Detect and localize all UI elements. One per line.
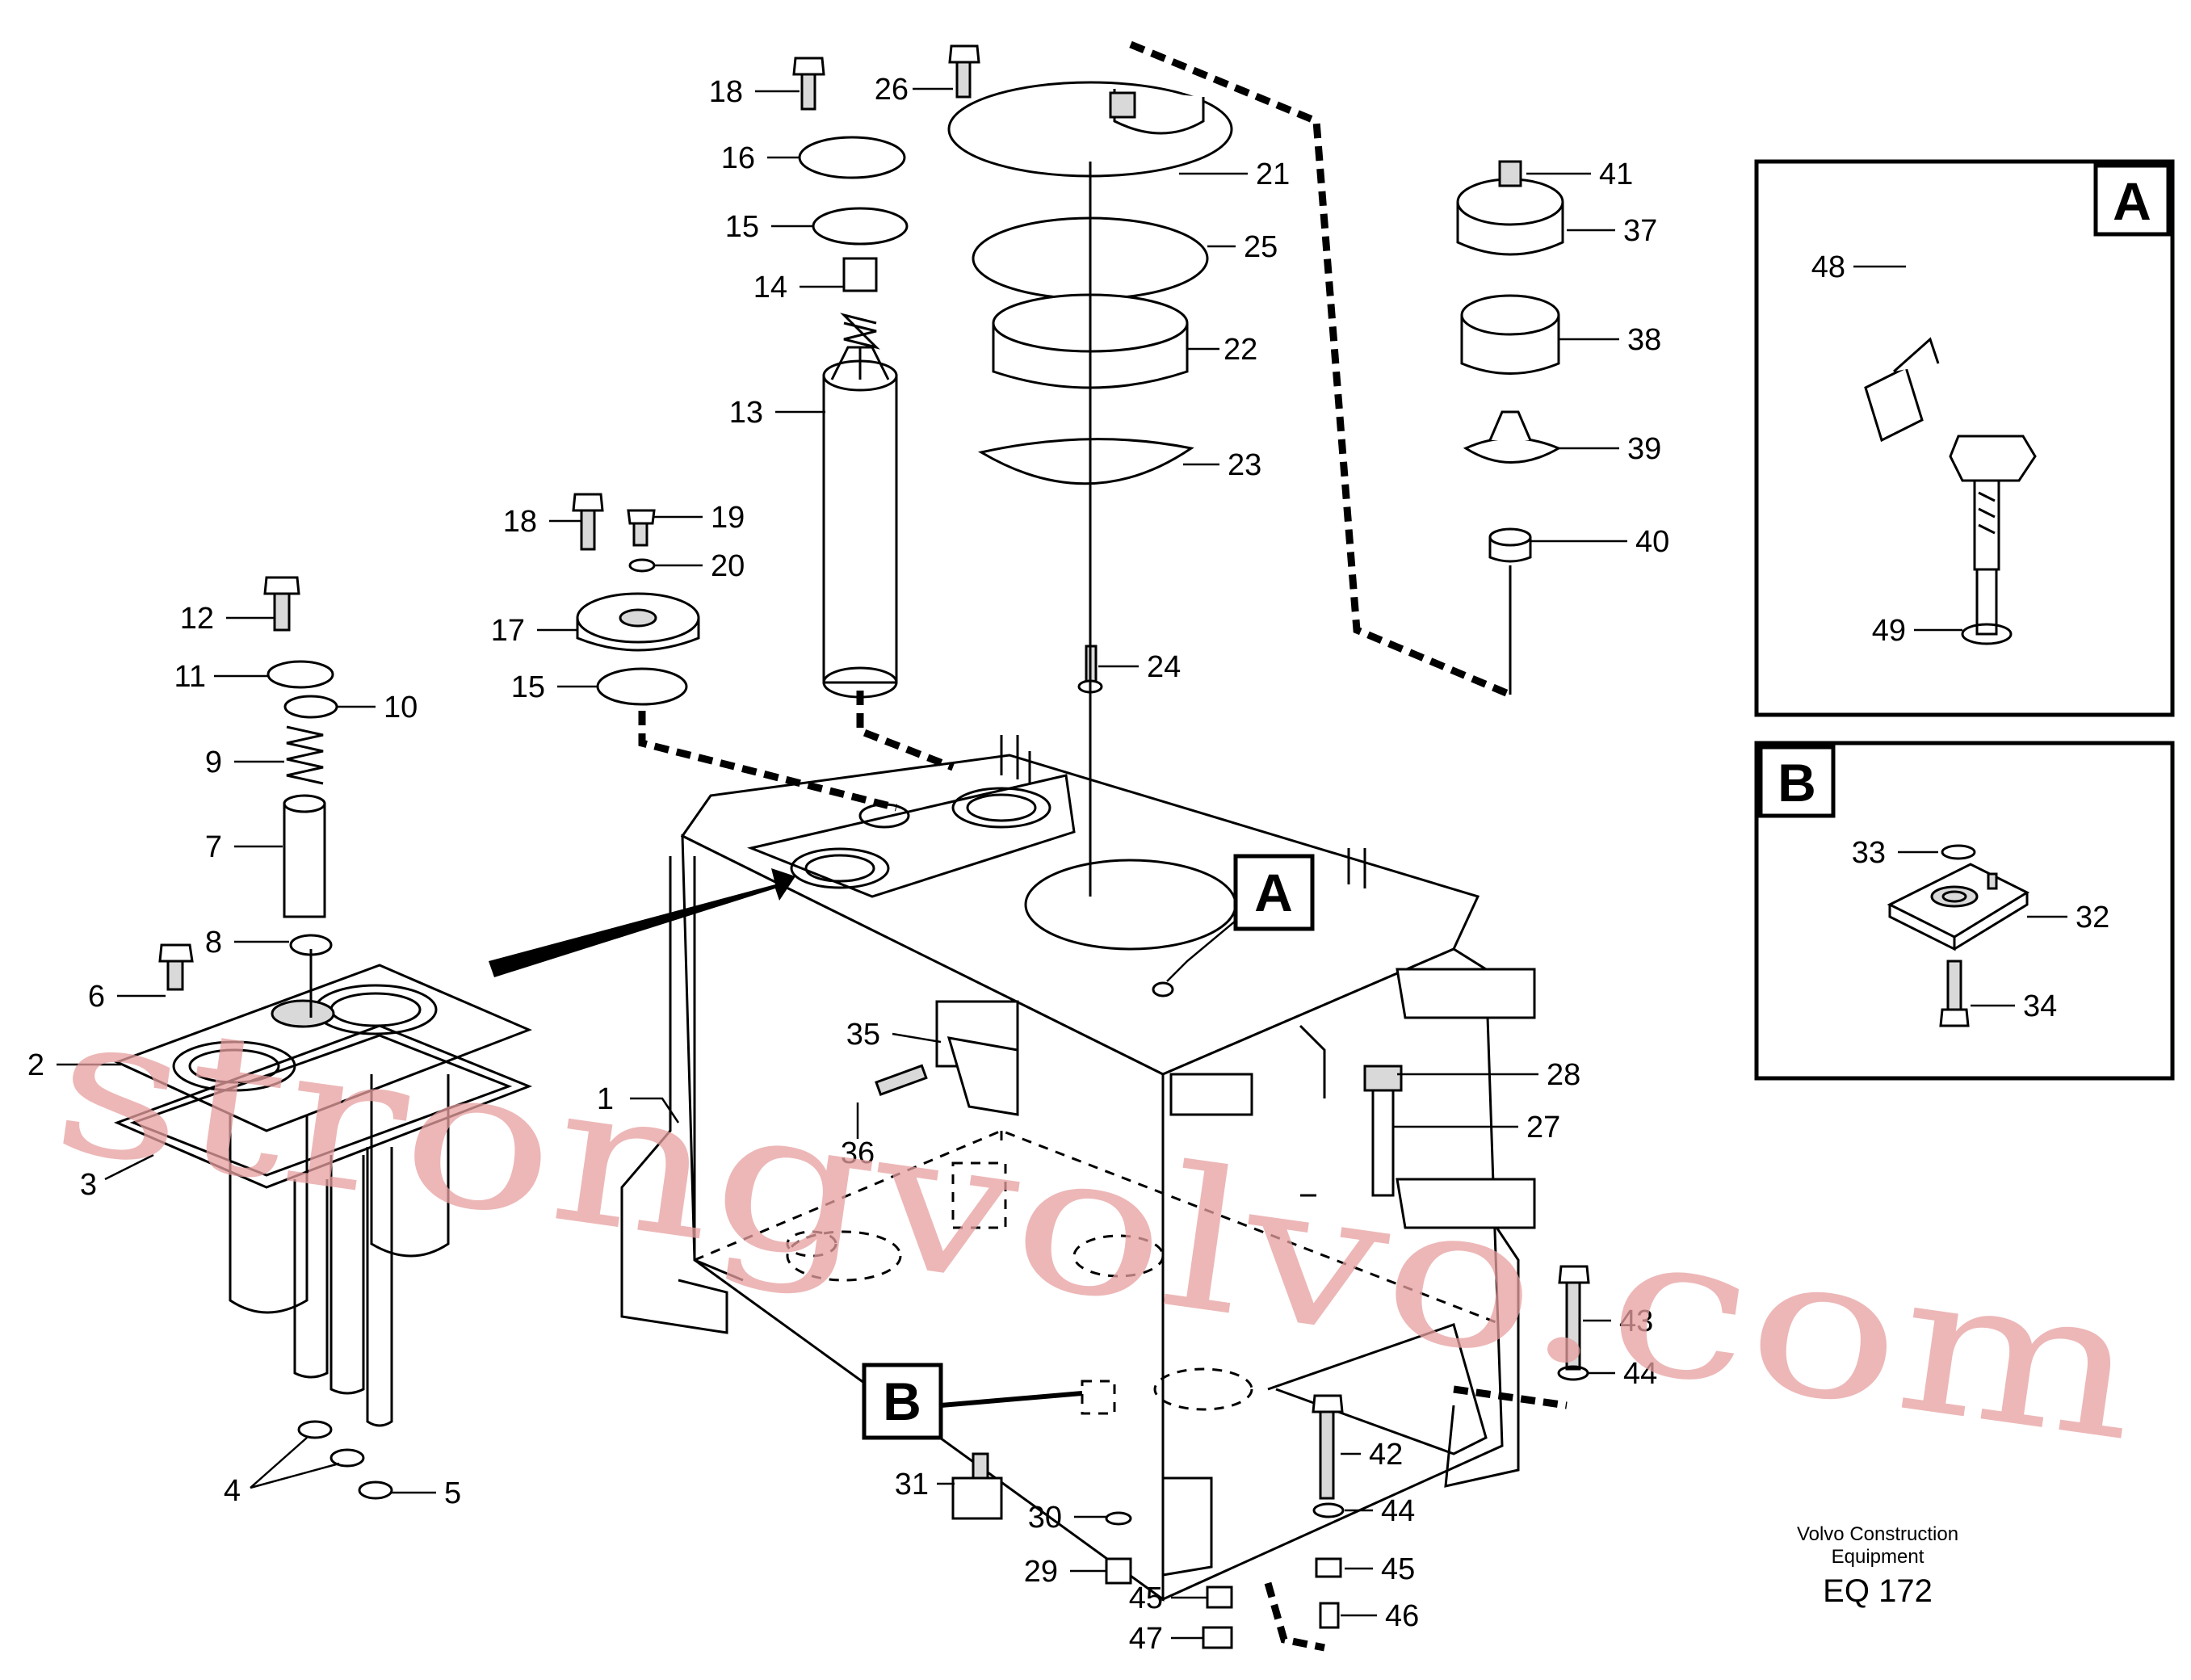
breather-assembly xyxy=(947,81,1233,897)
callout-36: 36 xyxy=(841,1136,875,1170)
callout-48: 48 xyxy=(1811,250,1845,284)
callout-19: 19 xyxy=(711,501,745,535)
callout-49: 49 xyxy=(1872,614,1906,648)
callout-10: 10 xyxy=(384,691,418,724)
footer: Volvo Construction Equipment EQ 172 xyxy=(1797,1523,1958,1609)
callout-12: 12 xyxy=(180,602,214,636)
callout-13: 13 xyxy=(729,396,763,430)
svg-text:A: A xyxy=(1254,863,1293,922)
svg-text:B: B xyxy=(883,1371,921,1431)
callout-34: 34 xyxy=(2023,989,2057,1023)
callout-15b: 15 xyxy=(511,670,545,704)
callout-3: 3 xyxy=(80,1168,97,1202)
callout-20: 20 xyxy=(711,549,745,583)
callout-1: 1 xyxy=(597,1082,614,1116)
callout-31: 31 xyxy=(895,1468,929,1502)
callout-14: 14 xyxy=(753,271,787,304)
callout-30: 30 xyxy=(1028,1501,1062,1535)
callout-5: 5 xyxy=(444,1476,461,1510)
detail-panel-a: A xyxy=(1754,159,2175,717)
callout-18b: 18 xyxy=(503,505,537,539)
callout-7: 7 xyxy=(205,830,222,864)
direction-arrow xyxy=(489,868,795,977)
callout-2: 2 xyxy=(27,1048,44,1082)
ref-box-a: A xyxy=(1166,854,1315,982)
callout-8: 8 xyxy=(205,926,222,960)
callout-29: 29 xyxy=(1024,1555,1058,1589)
callout-35: 35 xyxy=(846,1018,880,1052)
callout-32: 32 xyxy=(2076,901,2109,934)
filler-cover xyxy=(572,493,700,706)
callout-43: 43 xyxy=(1619,1304,1653,1338)
ref-box-b: B xyxy=(862,1363,1083,1440)
callout-47: 47 xyxy=(1129,1622,1163,1656)
breather-filter xyxy=(1456,160,1564,695)
callout-4: 4 xyxy=(224,1474,241,1508)
callout-40: 40 xyxy=(1635,525,1669,559)
callout-44a: 44 xyxy=(1623,1357,1657,1391)
callout-44b: 44 xyxy=(1381,1494,1415,1528)
callout-labels: 1 2 3 4 5 6 7 8 9 10 11 12 13 14 15 15 1… xyxy=(27,73,2109,1656)
callout-33: 33 xyxy=(1852,836,1886,870)
reference-lines xyxy=(638,40,1568,1652)
callout-22: 22 xyxy=(1224,333,1257,367)
callout-26: 26 xyxy=(875,73,909,107)
footer-code: EQ 172 xyxy=(1823,1573,1933,1609)
callout-17: 17 xyxy=(491,614,525,648)
detail-panel-b: B xyxy=(1754,741,2175,1081)
callout-16: 16 xyxy=(721,141,755,175)
callout-15a: 15 xyxy=(725,210,759,244)
callout-9: 9 xyxy=(205,746,222,779)
hydraulic-tank xyxy=(620,735,1536,1602)
left-stack xyxy=(158,576,338,1018)
callout-18a: 18 xyxy=(709,75,743,109)
callout-24: 24 xyxy=(1147,650,1181,684)
callout-25: 25 xyxy=(1244,230,1278,264)
callout-27: 27 xyxy=(1526,1111,1560,1144)
callout-6: 6 xyxy=(88,980,105,1014)
callout-41: 41 xyxy=(1599,158,1633,191)
return-filter xyxy=(792,44,980,699)
callout-46: 46 xyxy=(1385,1599,1419,1633)
filter-cover-assembly xyxy=(113,964,533,1500)
callout-38: 38 xyxy=(1627,323,1661,357)
callout-39: 39 xyxy=(1627,432,1661,466)
callout-21: 21 xyxy=(1256,158,1290,191)
drain-fittings xyxy=(875,1064,1590,1649)
callout-37: 37 xyxy=(1623,214,1657,248)
callout-42: 42 xyxy=(1369,1438,1403,1472)
callout-28: 28 xyxy=(1547,1058,1580,1092)
callout-45a: 45 xyxy=(1381,1552,1415,1586)
footer-line1: Volvo Construction xyxy=(1797,1523,1958,1545)
callout-23: 23 xyxy=(1228,448,1261,482)
callout-45b: 45 xyxy=(1129,1581,1163,1615)
callout-11: 11 xyxy=(174,660,206,694)
footer-line2: Equipment xyxy=(1832,1546,1924,1568)
svg-text:B: B xyxy=(1778,753,1816,813)
svg-text:A: A xyxy=(2113,171,2151,231)
